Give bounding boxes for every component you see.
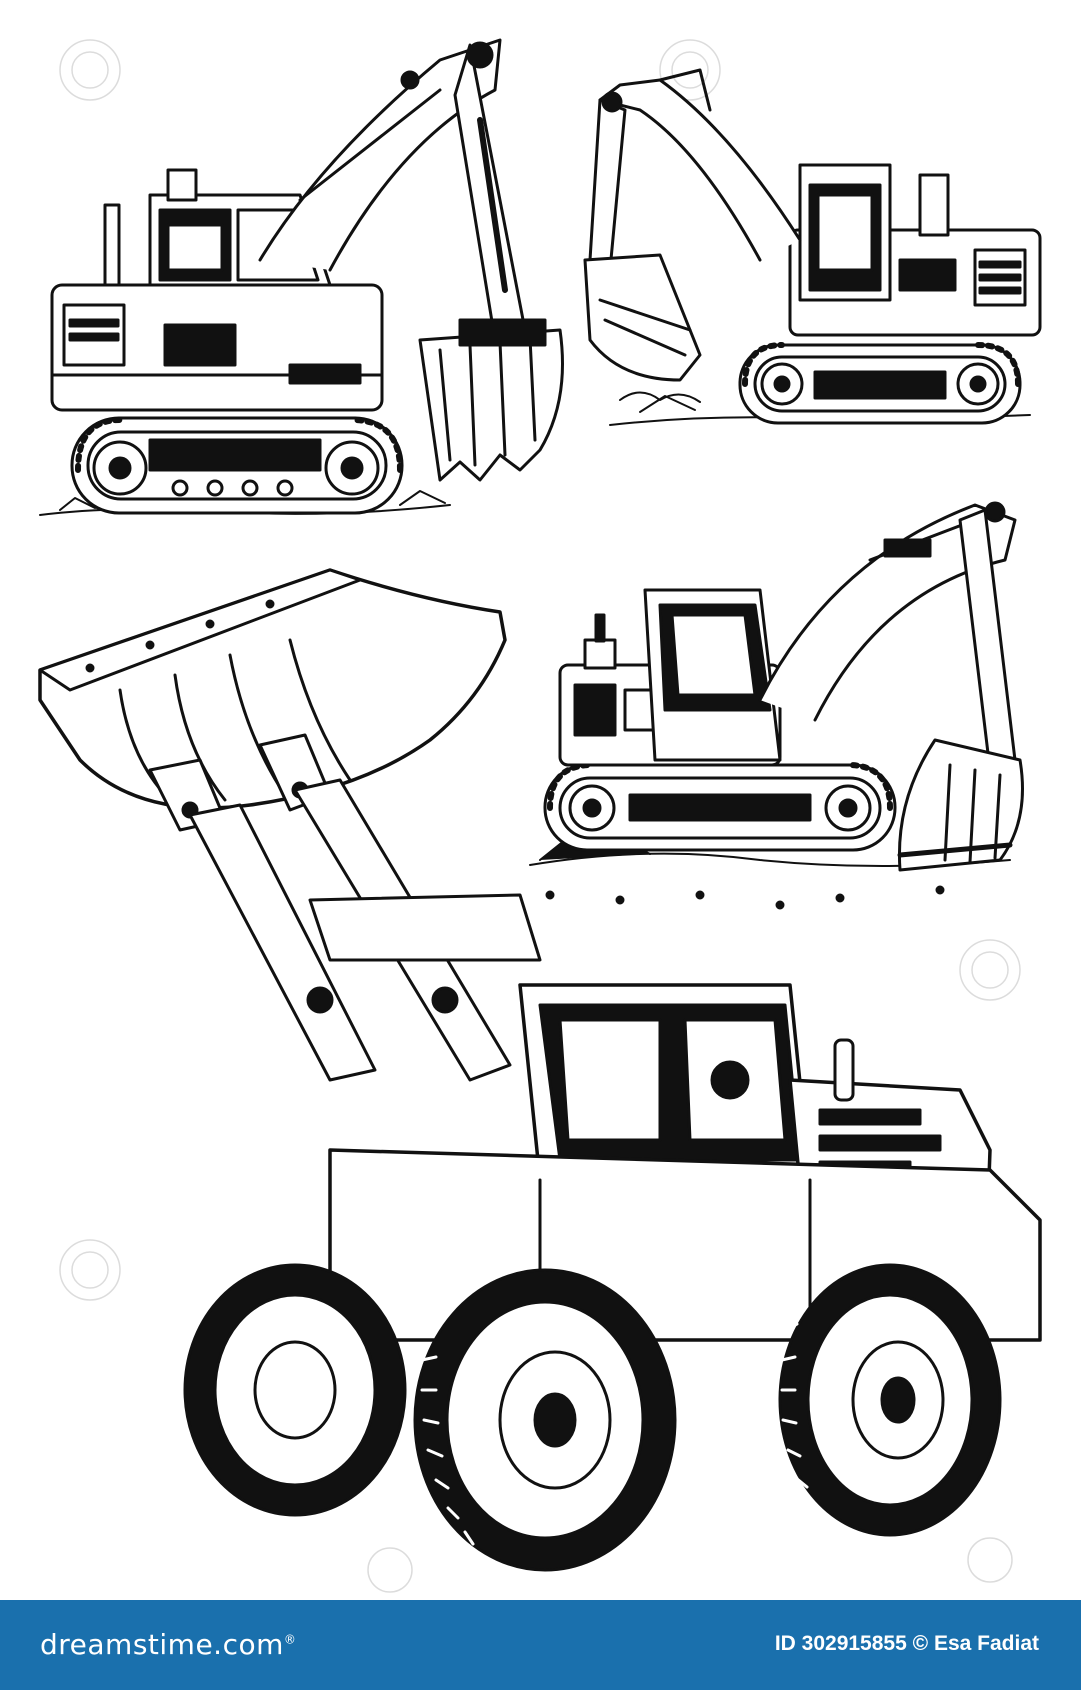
wheel-loader (38, 568, 1042, 1572)
crawler-excavator-left (39, 38, 564, 516)
crawler-excavator-middle (529, 501, 1024, 910)
brand-name: dreamstime.com (40, 1628, 284, 1661)
copyright-icon: © (912, 1632, 929, 1655)
stock-footer-bar: dreamstime.com® ID 302915855 © Esa Fadia… (0, 1600, 1081, 1690)
crawler-excavator-right (583, 68, 1042, 426)
image-id: ID 302915855 (774, 1632, 907, 1655)
author-name: Esa Fadiat (933, 1632, 1039, 1655)
illustration-canvas (38, 38, 1042, 1593)
registered-mark: ® (283, 1632, 297, 1647)
brand-logo[interactable]: dreamstime.com® (40, 1628, 296, 1661)
image-credit: ID 302915855 © Esa Fadiat (775, 1632, 1039, 1656)
